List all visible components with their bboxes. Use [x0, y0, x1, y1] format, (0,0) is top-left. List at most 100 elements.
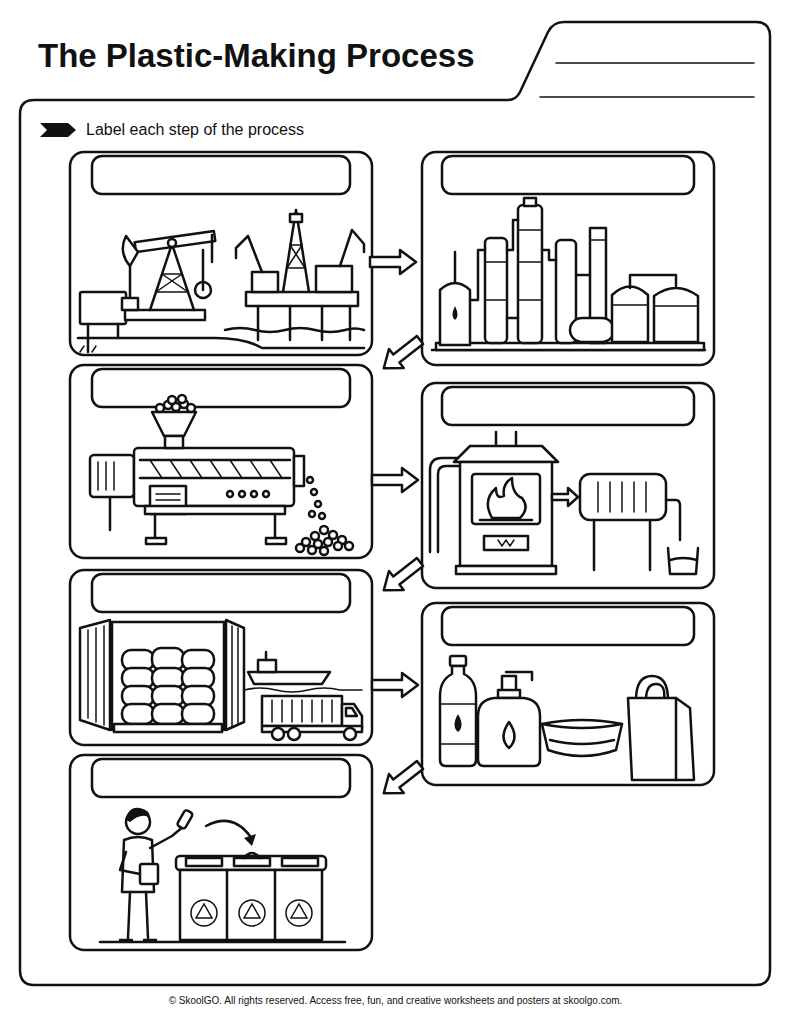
transport-illustration	[301, 700, 303, 722]
step-panel	[422, 603, 714, 785]
sack	[122, 648, 214, 724]
step-panel	[70, 152, 372, 355]
step-panel	[70, 755, 372, 950]
step-panel	[70, 365, 372, 558]
extruder-illustration	[319, 513, 325, 519]
recycling-illustration	[146, 892, 148, 938]
extruder-illustration	[320, 526, 328, 534]
extruder-illustration	[90, 455, 134, 497]
transport-illustration	[321, 700, 323, 722]
step-panel	[422, 152, 714, 365]
extruder-illustration	[105, 462, 107, 490]
oil-extraction-illustration	[78, 210, 364, 352]
oil-extraction-illustration	[123, 236, 138, 266]
flow-arrow	[372, 468, 418, 492]
transport-illustration	[244, 688, 362, 692]
furnace-illustration	[609, 482, 611, 512]
furnace-illustration	[498, 540, 514, 546]
transport-illustration	[271, 700, 273, 722]
step-panel	[422, 152, 714, 365]
step-panel	[70, 365, 372, 558]
oil-extraction-illustration	[246, 292, 358, 306]
recycling-illustration	[177, 809, 194, 829]
extruder-illustration	[165, 436, 183, 448]
oil-extraction-illustration	[236, 236, 262, 272]
step-panel	[442, 607, 694, 645]
extruder-illustration	[146, 538, 166, 544]
recycling-illustration	[120, 852, 140, 874]
flow-arrow	[372, 673, 418, 697]
recycling-illustration	[180, 870, 322, 940]
oil-extraction-illustration	[129, 266, 132, 300]
refinery-illustration	[524, 198, 536, 206]
flow-arrow	[376, 553, 427, 600]
extruder-illustration	[320, 547, 328, 555]
oil-extraction-illustration	[122, 298, 138, 310]
oil-extraction-illustration	[156, 274, 182, 292]
step-panel	[92, 156, 350, 194]
recycling-illustration	[244, 853, 260, 858]
oil-extraction-illustration	[150, 244, 194, 310]
transport-illustration	[226, 620, 244, 730]
refinery-illustration	[518, 299, 542, 301]
step-panel	[92, 369, 350, 407]
refinery-illustration	[507, 317, 518, 320]
furnace-illustration	[430, 458, 460, 552]
extruder-illustration	[274, 514, 277, 540]
products-illustration	[478, 698, 540, 766]
products-illustration	[450, 656, 466, 666]
transport-illustration	[95, 628, 97, 722]
extruder-illustration	[152, 412, 196, 436]
oil-extraction-illustration	[87, 324, 90, 352]
extruder-illustration	[227, 491, 233, 497]
recycle-symbol	[196, 904, 212, 918]
recycling-illustration	[176, 856, 326, 870]
oil-extraction-illustration	[321, 306, 324, 340]
transport-illustration	[248, 672, 330, 684]
flow-arrow	[376, 756, 427, 803]
step-panel	[422, 603, 714, 785]
transport-illustration	[114, 724, 222, 732]
step-panel	[70, 570, 372, 745]
products-illustration	[542, 724, 622, 728]
recycle-symbol	[244, 904, 260, 918]
furnace-illustration	[515, 432, 518, 446]
refinery-illustration	[576, 274, 590, 277]
refinery-illustration	[612, 304, 648, 306]
refinery-illustration	[542, 250, 556, 260]
page-frame	[556, 62, 754, 64]
transport-illustration	[344, 728, 356, 740]
flow-arrow	[376, 331, 427, 378]
extruder-illustration	[187, 404, 195, 412]
extruder-illustration	[309, 511, 315, 517]
extruder-illustration	[324, 538, 332, 546]
refinery-illustration	[440, 283, 470, 345]
products-illustration	[542, 720, 622, 756]
transport-illustration	[331, 700, 333, 722]
products-illustration	[504, 722, 515, 748]
step-panel	[70, 755, 372, 950]
recycling-illustration	[206, 821, 250, 836]
furnace-illustration	[593, 520, 596, 570]
products-illustration	[636, 676, 668, 700]
refinery-illustration	[485, 299, 507, 301]
refinery-illustration	[590, 239, 606, 241]
furnace-illustration	[460, 462, 552, 566]
recycling-illustration	[282, 858, 318, 866]
transport-illustration	[272, 728, 284, 740]
transport-illustration	[87, 630, 89, 718]
recycle-symbol	[286, 900, 312, 926]
recycling-illustration	[128, 892, 130, 938]
sack	[152, 704, 184, 724]
furnace-illustration	[472, 474, 540, 524]
refinery-illustration	[454, 252, 457, 283]
extruder-illustration	[239, 491, 245, 497]
step-panel	[70, 152, 372, 355]
extruder-illustration	[140, 460, 290, 478]
extruder-illustration	[113, 462, 115, 490]
flow-arrow	[372, 673, 418, 697]
products-illustration	[440, 656, 694, 780]
transport-illustration	[80, 620, 362, 740]
extruder-illustration	[109, 497, 112, 530]
